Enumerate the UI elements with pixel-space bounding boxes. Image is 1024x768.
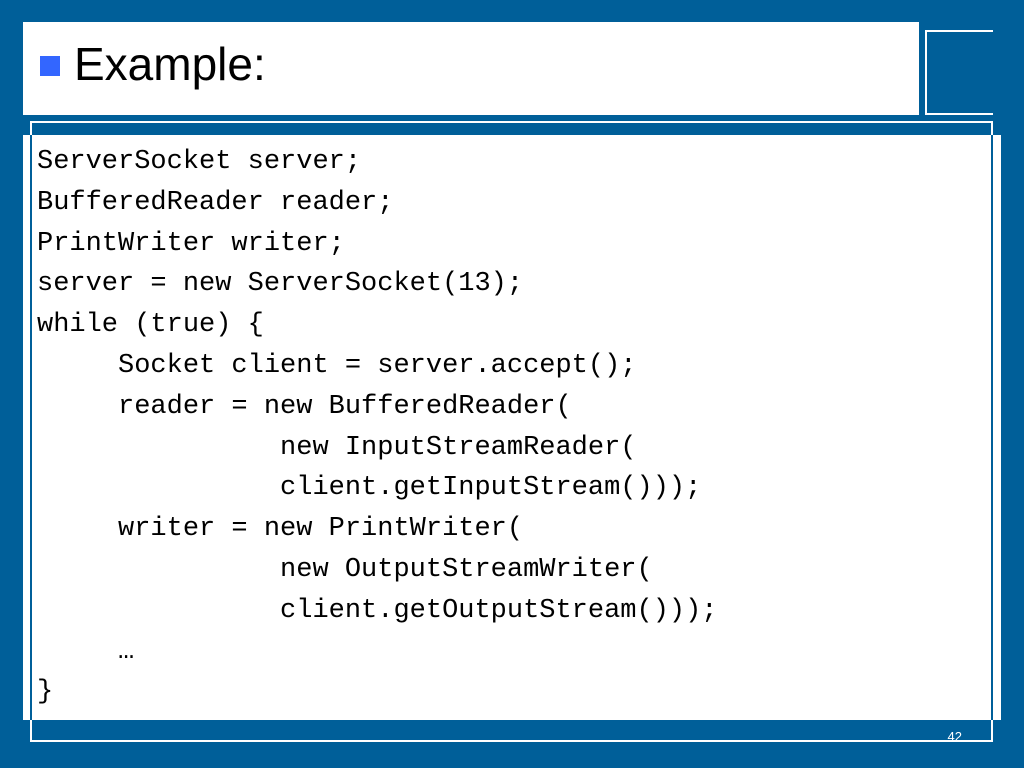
code-line: new InputStreamReader( (37, 432, 637, 463)
bullet-square-icon (40, 56, 60, 76)
title-corner-inner-line (925, 30, 993, 115)
footer-inner-line (30, 720, 993, 742)
code-line: server = new ServerSocket(13); (37, 269, 524, 300)
code-block: ServerSocket server; BufferedReader read… (37, 142, 987, 713)
code-line: new OutputStreamWriter( (37, 554, 653, 585)
code-line: while (true) { (37, 310, 264, 341)
slide-title: Example: (74, 38, 266, 90)
footer-band (23, 720, 1001, 748)
title-corner-block (919, 22, 1001, 115)
title-underband-line (30, 121, 993, 135)
slide-canvas (23, 22, 1001, 748)
title-bar (23, 22, 919, 115)
code-line: reader = new BufferedReader( (37, 391, 572, 422)
code-line: client.getOutputStream())); (37, 595, 718, 626)
title-underband (23, 115, 1001, 135)
code-line: writer = new PrintWriter( (37, 514, 524, 545)
page-number: 42 (947, 729, 962, 744)
code-line: BufferedReader reader; (37, 187, 394, 218)
code-line: ServerSocket server; (37, 147, 362, 177)
code-line: Socket client = server.accept(); (37, 350, 637, 381)
code-line: PrintWriter writer; (37, 228, 345, 259)
code-line: client.getInputStream())); (37, 473, 702, 504)
code-line: } (37, 677, 54, 708)
code-line: … (37, 636, 135, 667)
